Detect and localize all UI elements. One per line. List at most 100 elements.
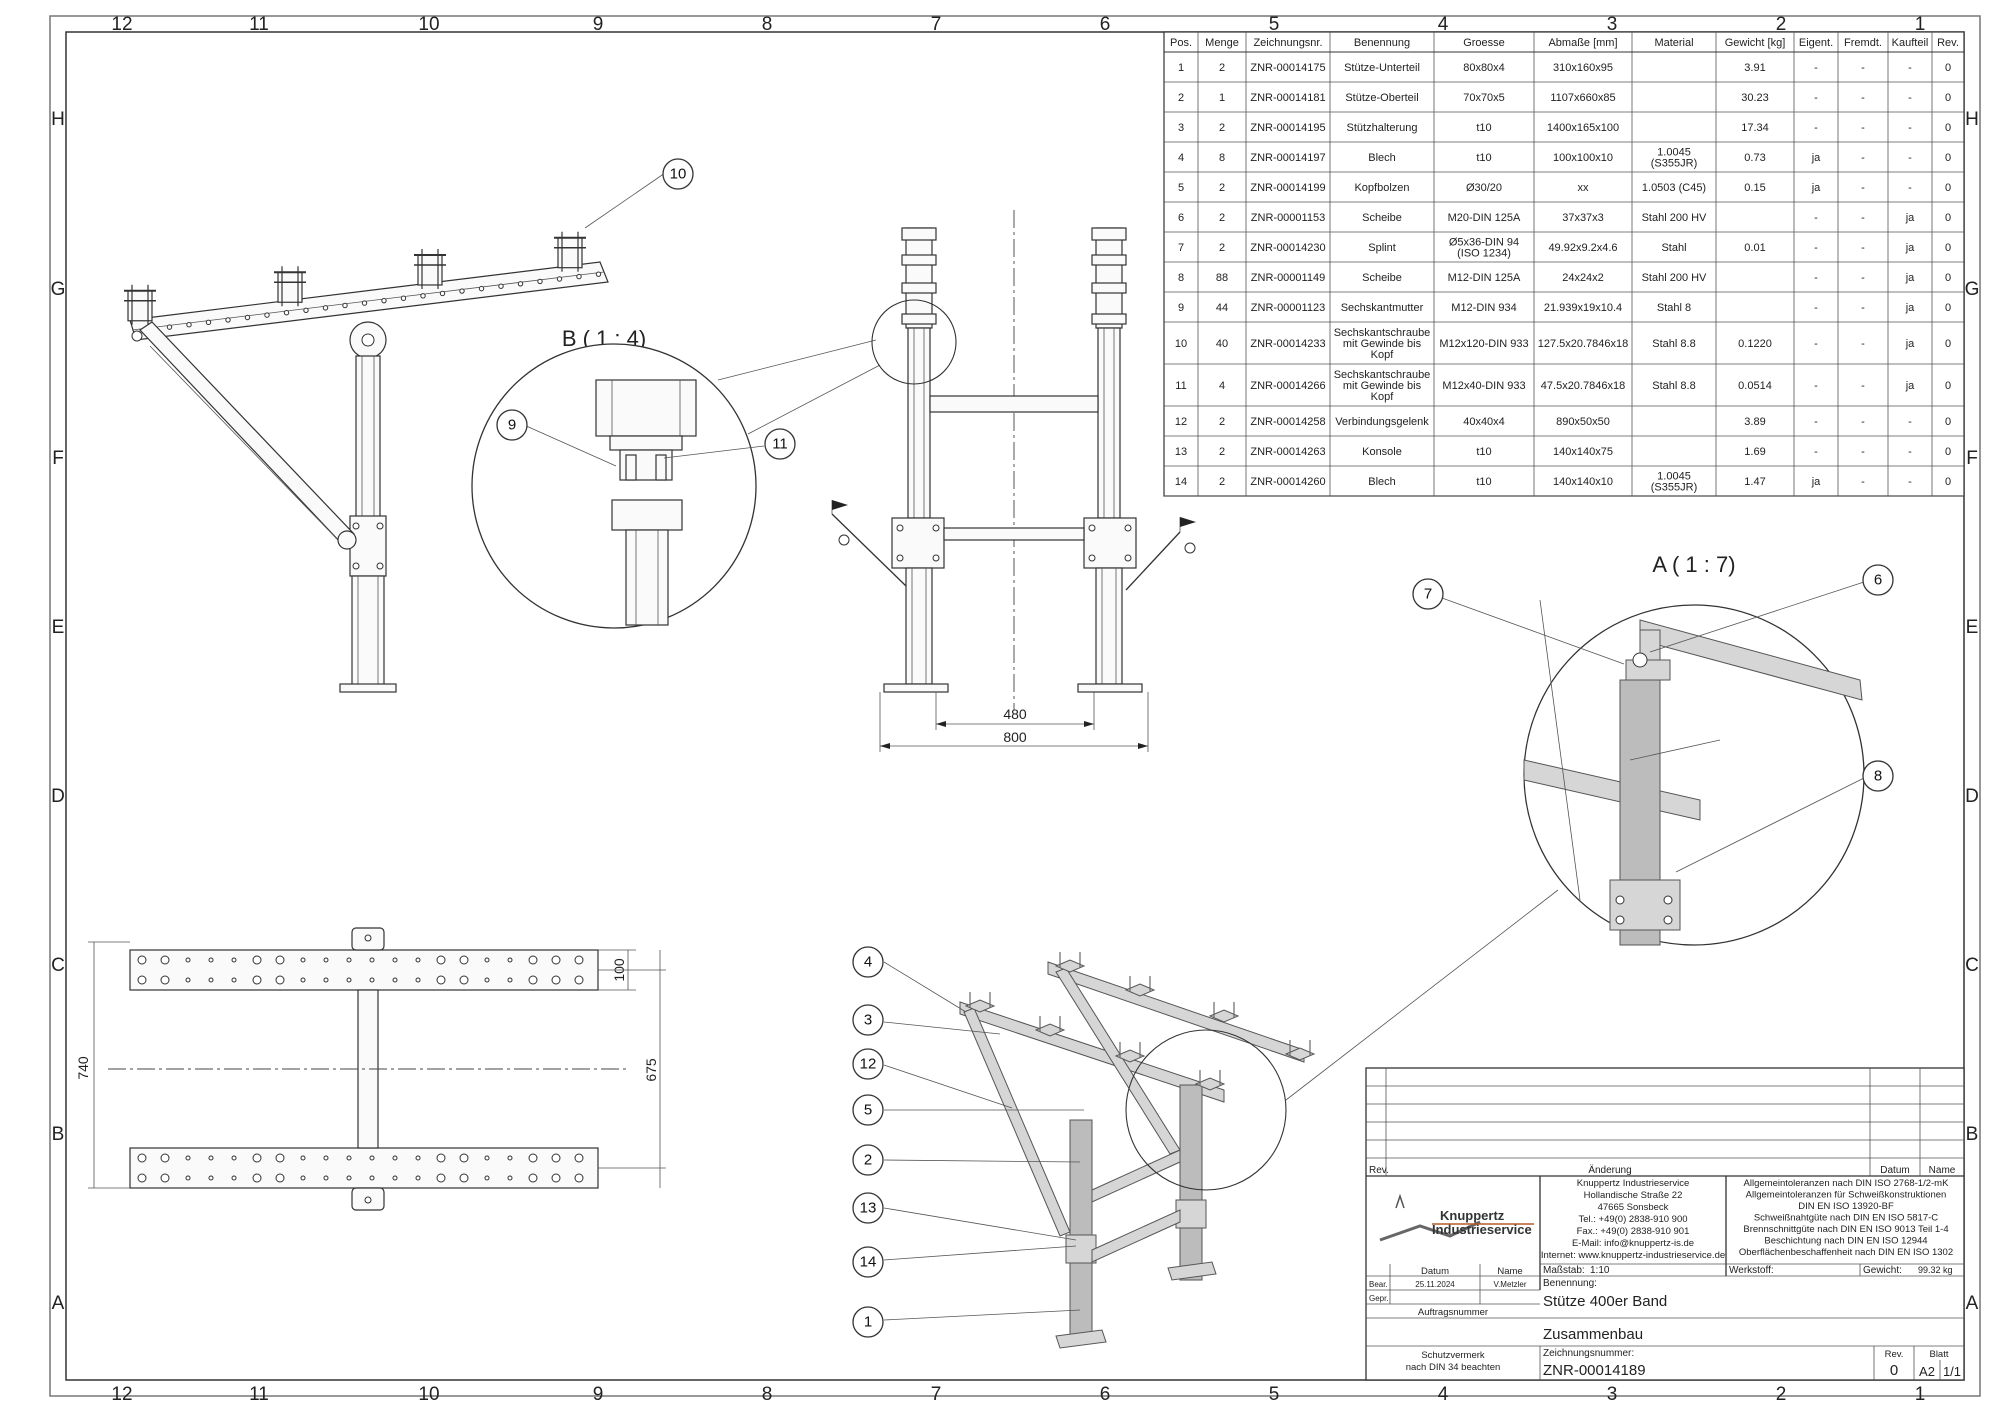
front-view-cross-member-lower (943, 527, 1085, 541)
bom-cell: M12x120-DIN 933 (1439, 338, 1528, 350)
bom-header-cell: Eigent. (1799, 37, 1833, 49)
bom-cell: M12-DIN 934 (1451, 302, 1516, 314)
zone-row-D-right: D (1965, 786, 1979, 807)
balloon-9: 9 (496, 409, 528, 441)
bom-cell: 4 (1219, 380, 1225, 392)
bom-cell: Blech (1368, 152, 1396, 164)
bom-cell: - (1814, 242, 1818, 254)
dim-740: 740 (75, 1056, 91, 1080)
zone-col-12-bottom: 12 (111, 1384, 132, 1405)
front-view: 480 800 (831, 210, 1196, 752)
bom-cell: ZNR-00001149 (1251, 272, 1325, 284)
bom-cell: 0 (1945, 446, 1951, 458)
bom-cell: ja (1905, 302, 1915, 314)
tb-gewicht-value: 99.32 kg (1918, 1265, 1953, 1275)
balloons: 10 9 11 7 6 8 4 3 12 5 2 13 14 1 (496, 158, 1894, 1338)
top-view-lower-beam (129, 1147, 599, 1189)
detail-b-upper-post (595, 379, 697, 437)
bom-cell: Kopf (1371, 391, 1395, 403)
logo-line2: Industrieservice (1432, 1222, 1532, 1237)
detail-a: A ( 1 : 7) (1523, 552, 1865, 946)
bom-cell: ZNR-00001153 (1251, 212, 1325, 224)
bom-cell: Stützhalterung (1347, 122, 1418, 134)
bom-cell: Scheibe (1362, 272, 1402, 284)
balloon-4: 4 (852, 946, 884, 978)
iso-top-plates (964, 952, 1316, 1091)
zone-row-D: D (51, 786, 65, 807)
bom-header-cell: Menge (1205, 37, 1239, 49)
svg-text:3: 3 (864, 1012, 872, 1029)
inner-frame (65, 31, 1965, 1381)
zone-col-10-bottom: 10 (418, 1384, 439, 1405)
bom-cell: - (1861, 272, 1865, 284)
bom-cell: 2 (1219, 62, 1225, 74)
front-view-right-column (1077, 227, 1143, 693)
side-view-foot-plate (339, 683, 397, 693)
dim-480: 480 (1003, 706, 1027, 722)
bom-cell: Kopfbolzen (1354, 182, 1409, 194)
bom-cell: 2 (1219, 122, 1225, 134)
zone-row-H: H (51, 109, 65, 130)
outer-frame (49, 15, 1981, 1397)
bom-cell: t10 (1476, 122, 1491, 134)
bom-cell: - (1861, 446, 1865, 458)
bom-cell: - (1814, 212, 1818, 224)
bom-cell: - (1908, 182, 1912, 194)
bom-cell: 3.89 (1744, 416, 1765, 428)
top-view-upper-beam (129, 949, 599, 991)
bom-header-cell: Kaufteil (1892, 37, 1929, 49)
zone-row-C-right: C (1965, 955, 1979, 976)
bom-cell: ZNR-00014260 (1250, 476, 1325, 488)
bom-cell: - (1908, 62, 1912, 74)
bom-cell: 0 (1945, 152, 1951, 164)
tolerance-line: DIN EN ISO 13920-BF (1798, 1201, 1894, 1212)
bom-cell: - (1908, 446, 1912, 458)
bom-cell: ja (1905, 212, 1915, 224)
bom-cell: ZNR-00014197 (1250, 152, 1325, 164)
bom-cell: Verbindungsgelenk (1335, 416, 1429, 428)
zone-row-E-right: E (1966, 617, 1979, 638)
iso-post-front (1069, 1119, 1093, 1341)
svg-text:7: 7 (1424, 586, 1432, 603)
bom-cell: 1400x165x100 (1547, 122, 1619, 134)
bom-cell: - (1814, 416, 1818, 428)
bom-cell: 1 (1178, 62, 1184, 74)
bom-cell: 0 (1945, 476, 1951, 488)
bom-cell: 5 (1178, 182, 1184, 194)
svg-text:6: 6 (1874, 572, 1882, 589)
zone-col-5: 5 (1269, 14, 1280, 35)
top-view: 100 675 740 (75, 927, 666, 1211)
zone-col-7-bottom: 7 (931, 1384, 942, 1405)
bom-cell: 80x80x4 (1463, 62, 1505, 74)
zone-col-1: 1 (1915, 14, 1926, 35)
company-line: Internet: www.knuppertz-industrieservice… (1541, 1250, 1725, 1261)
bom-cell: - (1814, 380, 1818, 392)
bom-cell: 1.69 (1744, 446, 1765, 458)
bom-cell: ZNR-00014175 (1250, 62, 1325, 74)
zone-col-2-bottom: 2 (1776, 1384, 1787, 1405)
bom-cell: ZNR-00014233 (1250, 338, 1325, 350)
bom-cell: 0.15 (1744, 182, 1765, 194)
detail-b-clamp (611, 499, 683, 531)
bom-cell: 8 (1219, 152, 1225, 164)
bom-header-cell: Material (1654, 37, 1693, 49)
title-block: Rev. Änderung Datum Name Knuppertz Indus… (1365, 1067, 1965, 1381)
zone-col-8-bottom: 8 (762, 1384, 773, 1405)
tb-schutz-2: nach DIN 34 beachten (1406, 1362, 1501, 1373)
tb-bearb-date: 25.11.2024 (1415, 1280, 1455, 1289)
tolerance-line: Allgemeintoleranzen nach DIN ISO 2768-1/… (1744, 1178, 1950, 1189)
bom-cell: Sechskantschraube (1334, 369, 1431, 381)
company-line: 47665 Sonsbeck (1598, 1202, 1669, 1213)
bom-cell: 1.0045 (1657, 147, 1691, 159)
zone-row-B-right: B (1966, 1124, 1979, 1145)
tb-format-value: A2 (1919, 1364, 1935, 1379)
zone-col-1-bottom: 1 (1915, 1384, 1926, 1405)
iso-post-back (1179, 1084, 1203, 1281)
tb-change-label: Änderung (1588, 1164, 1631, 1176)
balloon-8: 8 (1862, 760, 1894, 792)
bom-cell: ja (1811, 476, 1821, 488)
bom-cell: 11 (1175, 380, 1186, 392)
zone-col-3-bottom: 3 (1607, 1384, 1618, 1405)
bom-cell: 0.73 (1744, 152, 1765, 164)
side-view-clamps (124, 231, 586, 325)
